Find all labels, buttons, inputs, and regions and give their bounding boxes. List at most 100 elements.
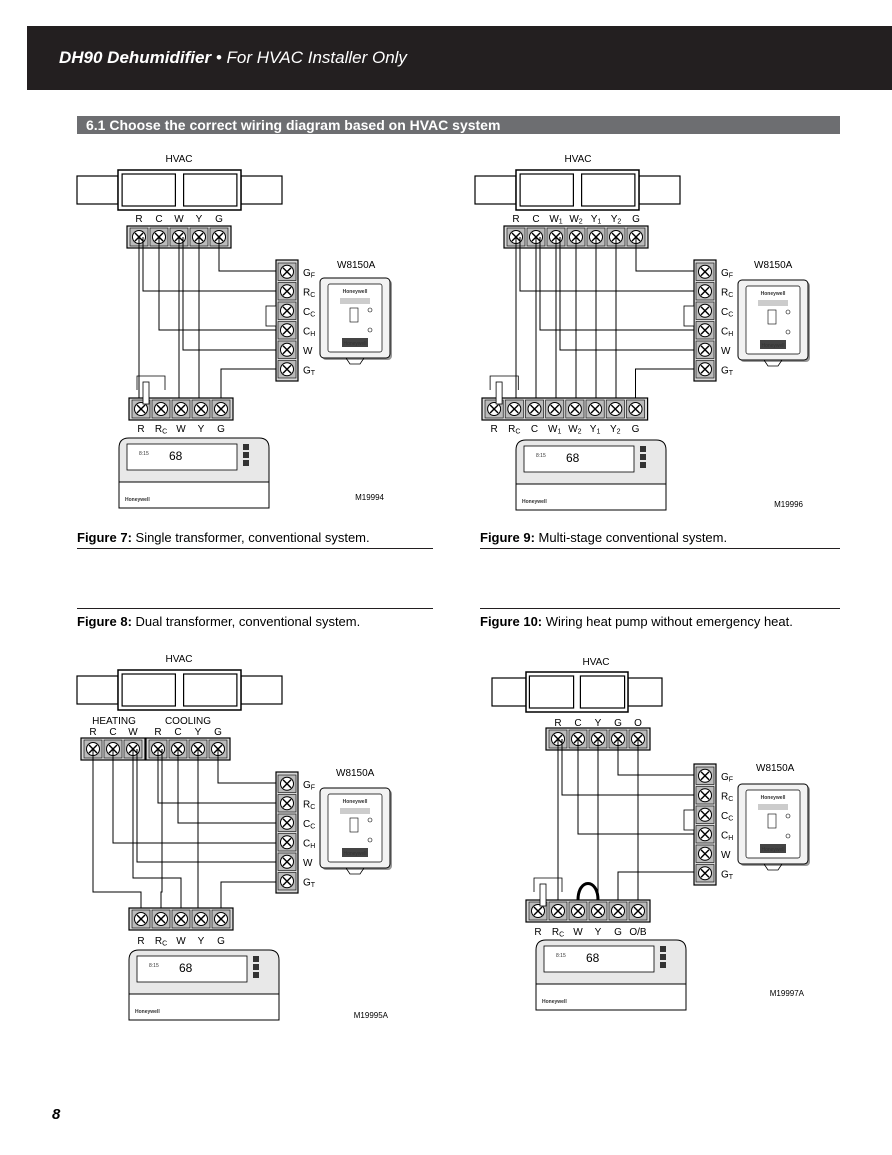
- hvac-terminal-label: C: [532, 214, 539, 225]
- header-title-rest: • For HVAC Installer Only: [211, 48, 407, 67]
- thermostat-terminal-label: RC: [155, 936, 167, 948]
- cc-ch-jumper: [265, 305, 277, 327]
- control-terminal-label: CC: [303, 819, 315, 831]
- heating-label: HEATING: [92, 716, 136, 727]
- thermostat-terminal-label: O/B: [629, 927, 647, 938]
- wire: [218, 237, 276, 272]
- control-terminal-label: GF: [303, 268, 315, 280]
- thermostat-terminal-label: Y: [198, 424, 205, 435]
- figure-7-caption-label: Figure 7:: [77, 530, 132, 545]
- svg-text:Honeywell: Honeywell: [343, 851, 366, 857]
- wire: [559, 237, 694, 351]
- control-terminal-label: GT: [721, 365, 734, 377]
- wire: [617, 739, 694, 776]
- control-terminal-label: CH: [303, 326, 315, 338]
- hvac-terminal-label: W1: [549, 214, 562, 226]
- thermostat-terminal-label: RC: [155, 424, 167, 436]
- wire: [158, 237, 276, 331]
- figure-id: M19994: [355, 493, 384, 502]
- svg-text:Honeywell: Honeywell: [761, 343, 784, 349]
- thermostat-display: [523, 445, 635, 473]
- thermostat-temp: 68: [179, 961, 193, 975]
- control-terminal-label: GT: [303, 365, 316, 377]
- control-terminal-label: CC: [721, 811, 733, 823]
- control-model-label: W8150A: [336, 768, 375, 779]
- figure-id: M19996: [774, 500, 803, 509]
- svg-text:Honeywell: Honeywell: [761, 847, 784, 853]
- wire: [561, 739, 694, 796]
- figure-9-caption-label: Figure 9:: [480, 530, 535, 545]
- thermostat-terminal-label: G: [217, 936, 225, 947]
- wire: [577, 739, 694, 835]
- thermostat-terminal-label: W: [573, 927, 583, 938]
- wire: [617, 871, 694, 900]
- hvac-unit: [76, 669, 283, 711]
- wire: [539, 237, 694, 331]
- thermostat-terminal-label: RC: [508, 424, 520, 436]
- cooling-label: COOLING: [165, 716, 211, 727]
- thermostat-temp: 68: [169, 449, 183, 463]
- hvac-label: HVAC: [165, 154, 192, 165]
- thermostat-brand: Honeywell: [542, 999, 567, 1005]
- cooling-terminal-label: R: [154, 727, 161, 738]
- figure-7-caption: Figure 7: Single transformer, convention…: [77, 530, 433, 546]
- hvac-label: HVAC: [564, 154, 591, 165]
- cooling-terminal-label: G: [214, 727, 222, 738]
- thermostat-temp: 68: [566, 451, 580, 465]
- figure-9-caption: Figure 9: Multi-stage conventional syste…: [480, 530, 840, 546]
- control-terminal-label: W: [303, 858, 313, 869]
- thermostat-brand: Honeywell: [125, 497, 150, 503]
- hvac-terminal-label: Y: [196, 214, 203, 225]
- wire: [132, 749, 182, 908]
- control-model-label: W8150A: [756, 763, 795, 774]
- thermostat-terminal-label: W2: [568, 424, 581, 436]
- cooling-terminal-label: C: [174, 727, 181, 738]
- control-model-label: W8150A: [337, 260, 376, 271]
- hvac-terminal-label: R: [135, 214, 142, 225]
- figure-8-rule: [77, 608, 433, 609]
- thermostat-time: 8:15: [149, 963, 159, 969]
- device-brand-label: Honeywell: [761, 291, 786, 297]
- thermostat-terminal-label: W1: [548, 424, 561, 436]
- control-terminal-label: RC: [721, 791, 733, 803]
- thermostat-terminal-label: G: [614, 927, 622, 938]
- figure-9-caption-text: Multi-stage conventional system.: [534, 530, 728, 545]
- rc-jumper: [495, 381, 503, 405]
- thermostat-brand: Honeywell: [522, 499, 547, 505]
- control-terminal-label: RC: [721, 287, 733, 299]
- thermostat-terminal-label: R: [137, 424, 144, 435]
- hvac-terminal-label: Y2: [611, 214, 622, 226]
- wire: [177, 749, 276, 824]
- hvac-unit: [76, 169, 283, 211]
- wire: [92, 749, 142, 908]
- cc-ch-jumper: [683, 809, 695, 831]
- hvac-terminal-label: G: [614, 718, 622, 729]
- thermostat-terminal-label: Y2: [610, 424, 621, 436]
- wire: [112, 749, 276, 844]
- thermostat-display: [126, 443, 238, 471]
- hvac-label: HVAC: [165, 654, 192, 665]
- heating-terminal-label: C: [109, 727, 116, 738]
- thermostat-temp: 68: [586, 951, 600, 965]
- hvac-terminal-label: Y: [595, 718, 602, 729]
- thermostat-time: 8:15: [536, 453, 546, 459]
- svg-text:Honeywell: Honeywell: [343, 341, 366, 347]
- hvac-terminal-label: C: [574, 718, 581, 729]
- wire: [519, 237, 694, 292]
- thermostat-terminal-label: G: [217, 424, 225, 435]
- figure-7-caption-text: Single transformer, conventional system.: [131, 530, 370, 545]
- heating-terminal-label: R: [89, 727, 96, 738]
- control-terminal-label: GT: [721, 869, 734, 881]
- wire: [635, 368, 694, 398]
- thermostat-display: [543, 945, 655, 973]
- hvac-terminal-label: W: [174, 214, 184, 225]
- control-model-label: W8150A: [754, 260, 793, 271]
